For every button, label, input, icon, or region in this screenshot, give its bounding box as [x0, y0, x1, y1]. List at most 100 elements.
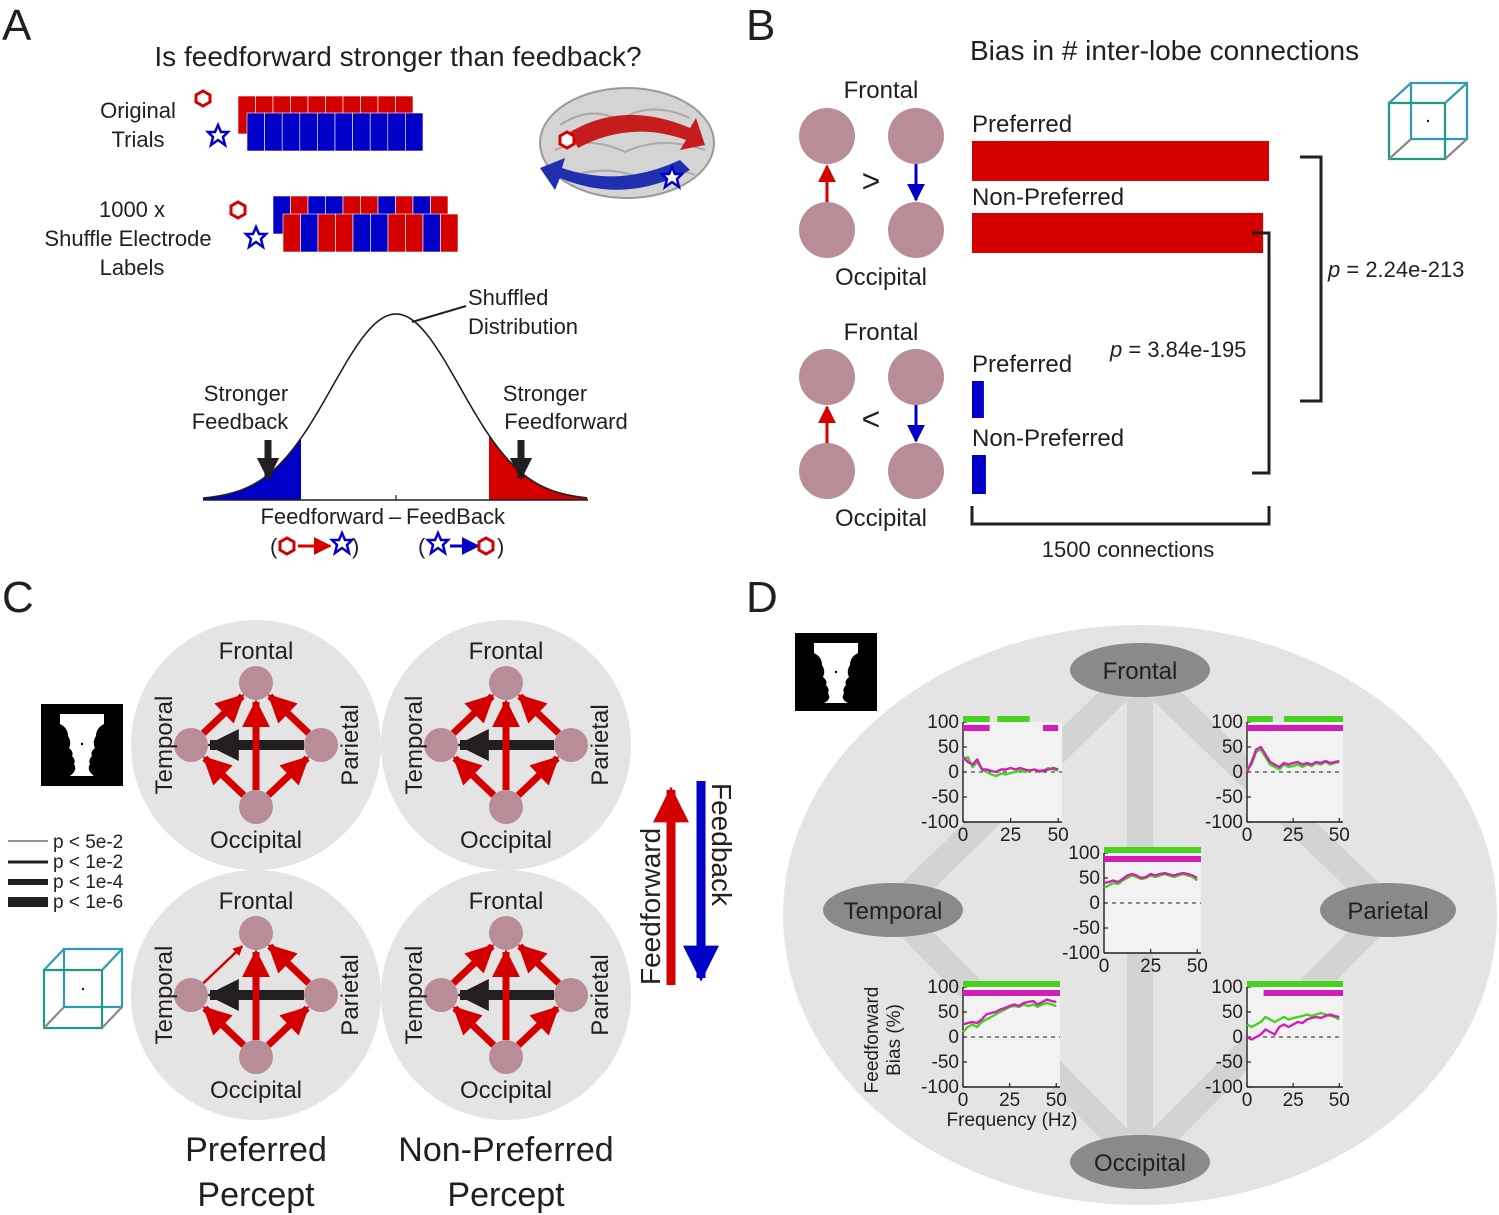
- legend-item-1: p < 5e-2: [53, 832, 123, 853]
- series-line-magenta: [962, 998, 1057, 1026]
- chart-y-tick-label: 0: [948, 1027, 959, 1048]
- shuffle-label-2: Shuffle Electrode: [44, 226, 211, 251]
- significance-bar-green: [997, 716, 1030, 722]
- chart-y-tick-label: 50: [1079, 868, 1100, 889]
- region-temporal: Temporal: [823, 883, 963, 937]
- connection-bar: [972, 381, 984, 418]
- chart-x-tick-label: 50: [1046, 1090, 1067, 1111]
- necker-cube-icon: [42, 947, 124, 1030]
- stronger-feedback-1: Stronger: [204, 381, 288, 406]
- network-node: [239, 1040, 273, 1074]
- b-frontal-bottom: Frontal: [844, 319, 919, 346]
- b-node: [799, 202, 855, 258]
- network-node: [174, 978, 208, 1012]
- b-node: [799, 349, 855, 405]
- c-temporal-label: Temporal: [151, 946, 178, 1045]
- connection-bars: [972, 141, 1269, 494]
- chart-y-tick-label: 100: [927, 712, 959, 733]
- shuffled-distribution: [202, 313, 588, 501]
- chart-x-tick-label: 50: [1329, 1090, 1350, 1111]
- significance-bar-magenta: [1042, 725, 1059, 731]
- trial-block: [317, 112, 336, 152]
- connection-arrow-red: [267, 693, 312, 736]
- axis-feedforward: Feedforward: [260, 504, 384, 529]
- b-occipital-top: Occipital: [835, 264, 927, 291]
- hexagon-icon: [278, 536, 296, 556]
- connection-arrow-red: [202, 1005, 247, 1048]
- chart-y-tick-label: 100: [927, 977, 959, 998]
- network-node: [489, 916, 523, 950]
- significance-bar-magenta: [1104, 856, 1201, 862]
- chart-y-tick-label: 50: [938, 1002, 959, 1023]
- significance-bar-magenta: [963, 725, 990, 731]
- original-label-2: Trials: [112, 127, 165, 152]
- bracket-p2: [1252, 231, 1271, 475]
- shuffle-label-1: 1000 x: [99, 197, 165, 222]
- significance-bar-magenta: [1263, 990, 1343, 996]
- series-line-magenta: [1246, 1013, 1340, 1041]
- connection-arrow-red: [265, 1005, 310, 1048]
- trial-block: [405, 213, 424, 253]
- feedback-tail: [203, 438, 301, 500]
- network-node: [424, 728, 458, 762]
- significance-bar-green: [1247, 981, 1343, 987]
- chart-y-tick-label: 100: [1211, 712, 1243, 733]
- bar-label-nonpreferred-2: Non-Preferred: [972, 425, 1124, 452]
- network-node: [489, 666, 523, 700]
- bracket-p1: [1300, 155, 1323, 403]
- connection-arrow-red: [450, 943, 495, 986]
- chart-y-tick-label: 50: [1222, 737, 1243, 758]
- preferred-label-1: Preferred: [185, 1131, 327, 1169]
- connection-arrow-red: [202, 945, 244, 985]
- bar-label-preferred-2: Preferred: [972, 351, 1072, 378]
- c-frontal-label: Frontal: [219, 638, 294, 665]
- connection-arrow-red: [515, 1005, 560, 1048]
- network-node: [554, 728, 588, 762]
- connection-arrow-red: [452, 755, 497, 798]
- legend-item-2: p < 1e-2: [53, 852, 123, 873]
- panel-label-d: D: [746, 573, 778, 622]
- chart-x-tick-label: 0: [958, 825, 969, 846]
- network-node: [424, 978, 458, 1012]
- significance-bar-green: [963, 716, 990, 722]
- bar-label-preferred-1: Preferred: [972, 111, 1072, 138]
- connection-arrow-red: [450, 693, 495, 736]
- chart-x-tick-label: 25: [1140, 956, 1161, 977]
- paren-close-1: ): [352, 534, 359, 559]
- chart-y-tick-label: 0: [1232, 1027, 1243, 1048]
- ambiguous-face-icon: [41, 704, 123, 786]
- significance-bar-green: [1104, 847, 1201, 853]
- trial-block: [300, 213, 319, 253]
- b-node: [799, 108, 855, 164]
- c-parietal-label: Parietal: [587, 954, 614, 1035]
- trial-block: [370, 213, 389, 253]
- c-temporal-label: Temporal: [151, 696, 178, 795]
- d-xlabel: Frequency (Hz): [947, 1110, 1078, 1131]
- series-line-magenta: [1245, 745, 1340, 773]
- scale-label: 1500 connections: [1042, 537, 1214, 562]
- dist-pointer: [411, 305, 467, 323]
- dist-label-1: Shuffled: [468, 285, 548, 310]
- trial-block: [246, 112, 265, 152]
- c-frontal-label: Frontal: [469, 888, 544, 915]
- trial-block: [317, 213, 336, 253]
- trial-block: [282, 213, 301, 253]
- panel-label-c: C: [2, 573, 34, 622]
- chart-x-tick-label: 0: [1242, 1090, 1253, 1111]
- feedforward-label: Feedforward: [635, 828, 666, 985]
- p-value-legend: p < 5e-2 p < 1e-2 p < 1e-4 p < 1e-6: [8, 832, 124, 913]
- d-ylabel-2: Bias (%): [884, 1004, 905, 1076]
- svg-text:Temporal: Temporal: [844, 898, 943, 925]
- network-node: [489, 790, 523, 824]
- distribution-curve: [202, 313, 588, 499]
- trial-block: [369, 112, 389, 152]
- network-node: [174, 728, 208, 762]
- chart-x-tick-label: 0: [958, 1090, 969, 1111]
- trial-block: [440, 213, 459, 253]
- c-parietal-label: Parietal: [337, 954, 364, 1035]
- significance-bar-green: [1283, 716, 1343, 722]
- significance-bar-green: [1247, 716, 1273, 722]
- network-node: [489, 1040, 523, 1074]
- c-occipital-label: Occipital: [460, 827, 552, 854]
